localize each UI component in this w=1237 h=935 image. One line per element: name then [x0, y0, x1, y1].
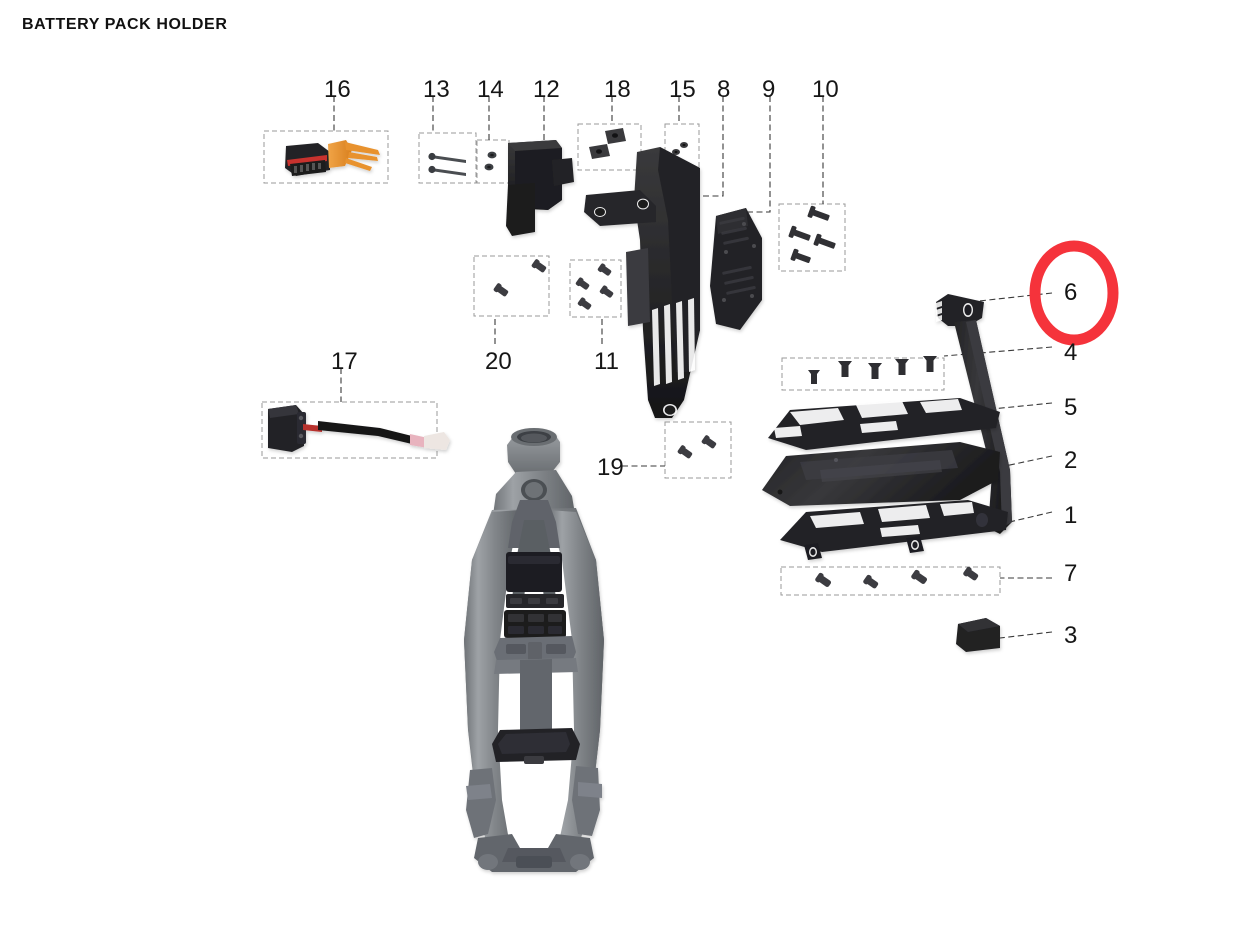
- part-3-rubber-block: [956, 618, 1000, 652]
- callout-2[interactable]: 2: [1064, 447, 1078, 474]
- part-11-bolts: [575, 263, 614, 310]
- callout-19[interactable]: 19: [597, 454, 624, 481]
- callout-16[interactable]: 16: [324, 76, 351, 103]
- part-14-washer-plate: [484, 151, 497, 171]
- part-4-bolt-set: [808, 356, 937, 384]
- callout-15[interactable]: 15: [669, 76, 696, 103]
- part-10-bolt-set: [788, 205, 836, 264]
- callout-18[interactable]: 18: [604, 76, 631, 103]
- part-1-lower-tray-plate: [780, 500, 1008, 560]
- callout-20[interactable]: 20: [485, 348, 512, 375]
- part-box-20: [473, 255, 550, 317]
- callout-5[interactable]: 5: [1064, 394, 1078, 421]
- part-17-sensor-harness: [268, 405, 450, 452]
- part-box-17: [261, 401, 438, 459]
- part-5-upper-tray-plate: [768, 398, 1000, 450]
- part-7-bolt-set: [815, 566, 979, 589]
- leader-8: [688, 96, 724, 197]
- callout-14[interactable]: 14: [477, 76, 504, 103]
- part-box-19: [664, 421, 732, 479]
- part-20-bolts: [493, 259, 547, 297]
- part-box-10: [778, 203, 846, 272]
- part-box-11: [569, 259, 622, 318]
- callout-1[interactable]: 1: [1064, 502, 1078, 529]
- part-16-connector: [285, 140, 380, 176]
- part-18-mount-plates: [589, 128, 626, 159]
- page-title: BATTERY PACK HOLDER: [22, 16, 228, 33]
- callout-10[interactable]: 10: [812, 76, 839, 103]
- callout-9[interactable]: 9: [762, 76, 776, 103]
- part-15-small-plate: [672, 142, 688, 155]
- callout-3[interactable]: 3: [1064, 622, 1078, 649]
- callout-6[interactable]: 6: [1064, 279, 1078, 306]
- callout-4[interactable]: 4: [1064, 339, 1078, 366]
- part-box-7: [780, 566, 1001, 596]
- leader-9: [748, 96, 771, 213]
- callout-12[interactable]: 12: [533, 76, 560, 103]
- part-box-14: [476, 139, 510, 184]
- part-12-control-module: [506, 140, 574, 236]
- part-8-holder-bracket: [584, 147, 700, 418]
- motorcycle-frame: [464, 428, 604, 872]
- part-box-13: [418, 132, 477, 184]
- callout-17[interactable]: 17: [331, 348, 358, 375]
- part-box-18: [577, 123, 642, 171]
- leader-6: [969, 292, 1053, 303]
- part-box-4: [781, 357, 945, 391]
- callout-11[interactable]: 11: [594, 348, 619, 375]
- part-2-tray-body: [762, 442, 1000, 506]
- part-9-protector-pad: [710, 208, 762, 330]
- leader-3: [999, 631, 1053, 639]
- callout-7[interactable]: 7: [1064, 560, 1078, 587]
- part-13-long-bolts: [428, 152, 466, 176]
- leader-4: [943, 346, 1053, 357]
- callout-13[interactable]: 13: [423, 76, 450, 103]
- part-19-bolts: [677, 435, 717, 459]
- callout-8[interactable]: 8: [717, 76, 731, 103]
